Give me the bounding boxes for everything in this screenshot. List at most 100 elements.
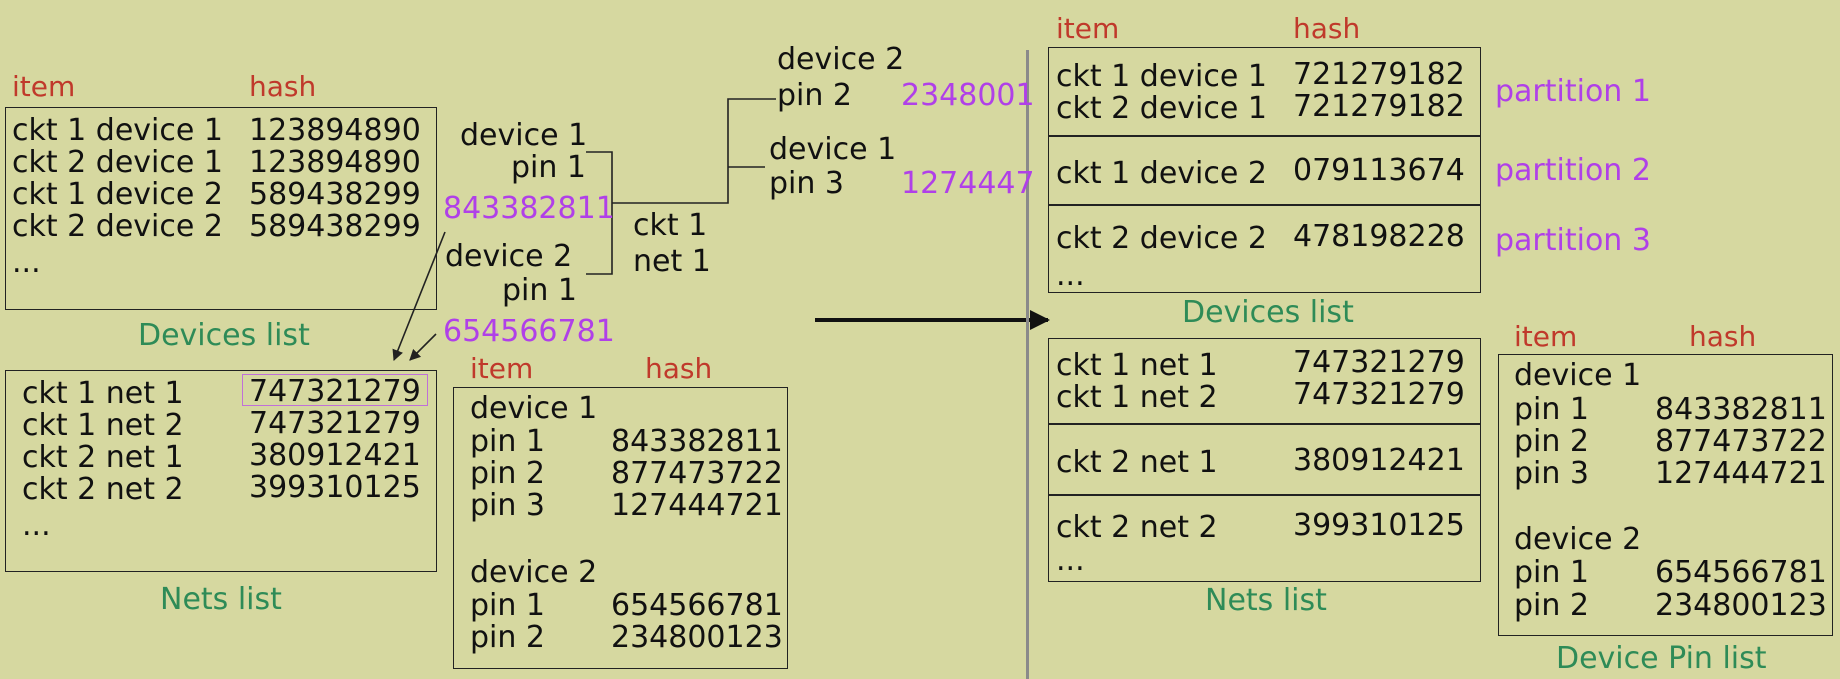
left-devices-item-header: item	[12, 70, 76, 103]
right-pin-label-1: pin 1	[1514, 392, 1590, 427]
right-net-row-2: ckt 1 net 2	[1056, 380, 1218, 415]
left-pins-item-header: item	[470, 352, 534, 385]
left-pin-label-3: pin 3	[470, 488, 546, 523]
net-top-device: device 2	[777, 42, 905, 77]
left-pin-hash-3: 127444721	[611, 488, 783, 523]
left-device-row-3: ckt 1 device 2	[12, 177, 223, 212]
left-pin-hash-4: 654566781	[611, 588, 783, 623]
right-pin-hash-2: 877473722	[1655, 424, 1827, 459]
right-pin-label-2: pin 2	[1514, 424, 1590, 459]
net-mid-device: device 1	[769, 132, 897, 167]
left-device-hash-3: 589438299	[249, 177, 421, 212]
right-pins-hash-header: hash	[1689, 320, 1757, 353]
right-pin-hash-3: 127444721	[1655, 456, 1827, 491]
right-pins-table	[1498, 354, 1833, 636]
left-device-row-2: ckt 2 device 1	[12, 145, 223, 180]
left-net-hash-1: 747321279	[249, 374, 421, 409]
left-devices-hash-header: hash	[249, 70, 317, 103]
left-pins-hash-header: hash	[645, 352, 713, 385]
right-net-row-3: ckt 2 net 1	[1056, 445, 1218, 480]
net-device-2-pin: pin 1	[502, 273, 578, 308]
hash-arrow-2	[409, 333, 437, 361]
partition-1-label: partition 1	[1495, 74, 1651, 109]
left-pin-label-5: pin 2	[470, 620, 546, 655]
left-pin-label-4: pin 1	[470, 588, 546, 623]
right-pin-hash-4: 654566781	[1655, 555, 1827, 590]
net-top-hash: 2348001	[901, 78, 1035, 113]
right-devices-table	[1048, 47, 1481, 293]
right-pin-label-3: pin 3	[1514, 456, 1590, 491]
right-device-row-3: ckt 1 device 2	[1056, 156, 1267, 191]
left-net-hash-2: 747321279	[249, 406, 421, 441]
net-hash-1: 843382811	[443, 191, 615, 226]
left-net-row-4: ckt 2 net 2	[22, 472, 184, 507]
right-devices-caption: Devices list	[1182, 295, 1354, 330]
left-pin-label-2: pin 2	[470, 456, 546, 491]
right-pin-hash-1: 843382811	[1655, 392, 1827, 427]
right-pin-label-5: pin 2	[1514, 588, 1590, 623]
right-net-row-4: ckt 2 net 2	[1056, 510, 1218, 545]
right-pins-item-header: item	[1514, 320, 1578, 353]
left-device-hash-1: 123894890	[249, 113, 421, 148]
left-device-hash-2: 123894890	[249, 145, 421, 180]
right-nets-table	[1048, 338, 1481, 582]
left-device-row-1: ckt 1 device 1	[12, 113, 223, 148]
partition-2-label: partition 2	[1495, 153, 1651, 188]
right-devices-hash-header: hash	[1293, 12, 1361, 45]
right-device-hash-2: 721279182	[1293, 89, 1465, 124]
right-pins-device-1: device 1	[1514, 358, 1642, 393]
highlight-box	[242, 374, 428, 406]
left-nets-table	[5, 370, 437, 572]
left-device-hash-4: 589438299	[249, 209, 421, 244]
left-pins-device-1: device 1	[470, 391, 598, 426]
right-nets-caption: Nets list	[1205, 583, 1327, 618]
left-pin-label-1: pin 1	[470, 424, 546, 459]
right-devices-ellipsis: ...	[1056, 258, 1085, 293]
right-net-hash-4: 399310125	[1293, 508, 1465, 543]
left-devices-table	[5, 107, 437, 310]
left-pins-table	[453, 387, 788, 669]
left-nets-ellipsis: ...	[22, 508, 51, 543]
net-mid-hash: 1274447	[901, 166, 1035, 201]
left-pin-hash-1: 843382811	[611, 424, 783, 459]
left-devices-caption: Devices list	[138, 318, 310, 353]
right-pins-caption: Device Pin list	[1556, 641, 1767, 676]
right-pin-hash-5: 234800123	[1655, 588, 1827, 623]
partition-separator-1	[1048, 135, 1481, 137]
left-pin-hash-5: 234800123	[611, 620, 783, 655]
left-net-row-2: ckt 1 net 2	[22, 408, 184, 443]
net-ckt-label: ckt 1	[633, 208, 708, 243]
left-pins-device-2: device 2	[470, 555, 598, 590]
net-top-pin: pin 2	[777, 78, 853, 113]
right-net-hash-1: 747321279	[1293, 345, 1465, 380]
right-device-hash-3: 079113674	[1293, 153, 1465, 188]
right-pins-device-2: device 2	[1514, 522, 1642, 557]
left-device-row-4: ckt 2 device 2	[12, 209, 223, 244]
partition-separator-2	[1048, 204, 1481, 206]
net-device-2: device 2	[445, 239, 573, 274]
right-net-hash-2: 747321279	[1293, 377, 1465, 412]
left-nets-caption: Nets list	[160, 582, 282, 617]
right-net-hash-3: 380912421	[1293, 443, 1465, 478]
net-mid-pin: pin 3	[769, 166, 845, 201]
left-net-row-1: ckt 1 net 1	[22, 376, 184, 411]
right-device-row-1: ckt 1 device 1	[1056, 59, 1267, 94]
left-pin-hash-2: 877473722	[611, 456, 783, 491]
right-devices-item-header: item	[1056, 12, 1120, 45]
right-device-hash-1: 721279182	[1293, 57, 1465, 92]
panel-divider	[1026, 50, 1029, 679]
net-device-1-pin: pin 1	[511, 150, 587, 185]
right-device-row-2: ckt 2 device 1	[1056, 91, 1267, 126]
left-net-hash-3: 380912421	[249, 438, 421, 473]
right-net-row-1: ckt 1 net 1	[1056, 348, 1218, 383]
left-devices-ellipsis: ...	[12, 245, 41, 280]
net-connector	[586, 98, 776, 275]
net-partition-separator-1	[1048, 423, 1481, 425]
partition-3-label: partition 3	[1495, 223, 1651, 258]
right-pin-label-4: pin 1	[1514, 555, 1590, 590]
right-device-hash-4: 478198228	[1293, 219, 1465, 254]
net-partition-separator-2	[1048, 494, 1481, 496]
left-net-hash-4: 399310125	[249, 470, 421, 505]
right-nets-ellipsis: ...	[1056, 543, 1085, 578]
net-net-label: net 1	[633, 244, 711, 279]
